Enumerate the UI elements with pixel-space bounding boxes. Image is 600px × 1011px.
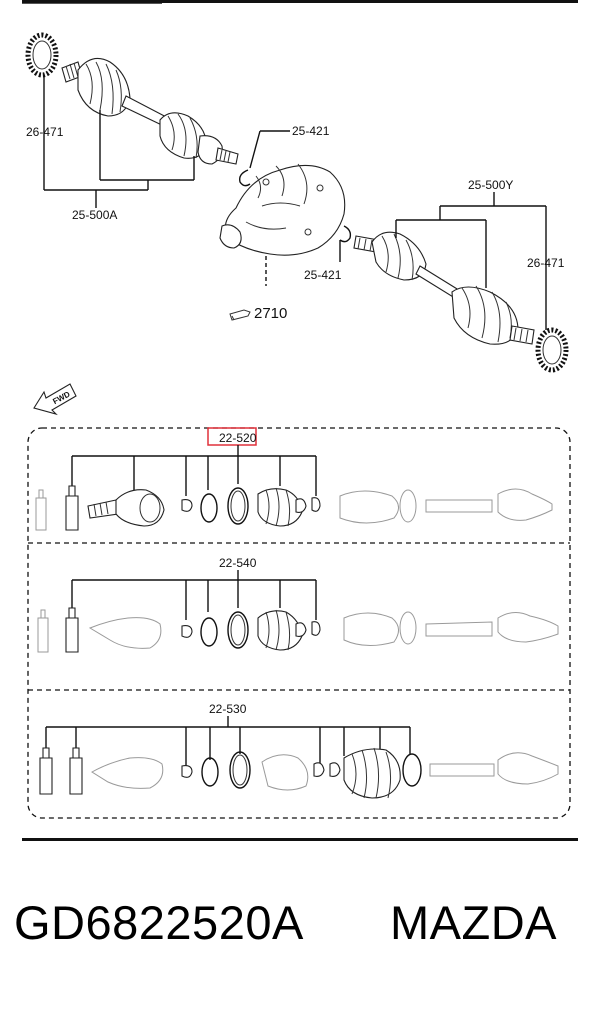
- fwd-arrow-icon: FWD: [33, 383, 77, 416]
- pointing-hand-icon: [229, 309, 251, 321]
- abs-ring-left: [25, 32, 59, 78]
- kits-frame: [27, 427, 571, 819]
- callout-shaft-right: 25-500Y: [468, 178, 513, 192]
- footer-part-number: GD6822520A: [14, 896, 304, 949]
- callout-clip-top: 25-421: [292, 124, 330, 138]
- kit-upper: 22-520: [35, 427, 553, 531]
- abs-ring-right: [535, 327, 569, 373]
- circlip-bottom: [339, 225, 352, 243]
- footer: GD6822520A MAZDA: [0, 895, 600, 975]
- upper-leader-lines: [43, 76, 547, 330]
- kit-upper-highlight: [207, 427, 257, 446]
- differential-housing: [219, 163, 346, 256]
- kit-lower: 22-530: [39, 702, 559, 799]
- callout-kit-upper[interactable]: 22-520: [219, 431, 257, 445]
- callout-abs-ring-left: 26-471: [26, 125, 64, 139]
- drive-shaft-right: [353, 231, 535, 345]
- kit-middle: 22-540: [37, 556, 559, 653]
- drive-shaft-left: [61, 57, 239, 165]
- callout-kit-middle[interactable]: 22-540: [219, 556, 257, 570]
- parts-diagram: 26-471 25-421 25-500A 25-500Y 26-471 25-…: [22, 0, 578, 841]
- callout-clip-bottom: 25-421: [304, 268, 342, 282]
- top-rule: [22, 0, 578, 3]
- callout-kit-lower[interactable]: 22-530: [209, 702, 247, 716]
- callout-shaft-left: 25-500A: [72, 208, 117, 222]
- circlip-top: [238, 169, 251, 187]
- callout-abs-ring-right: 26-471: [527, 256, 565, 270]
- footer-brand: MAZDA: [390, 896, 557, 949]
- bottom-rule: [22, 838, 578, 841]
- differential-reference[interactable]: 2710: [254, 305, 287, 322]
